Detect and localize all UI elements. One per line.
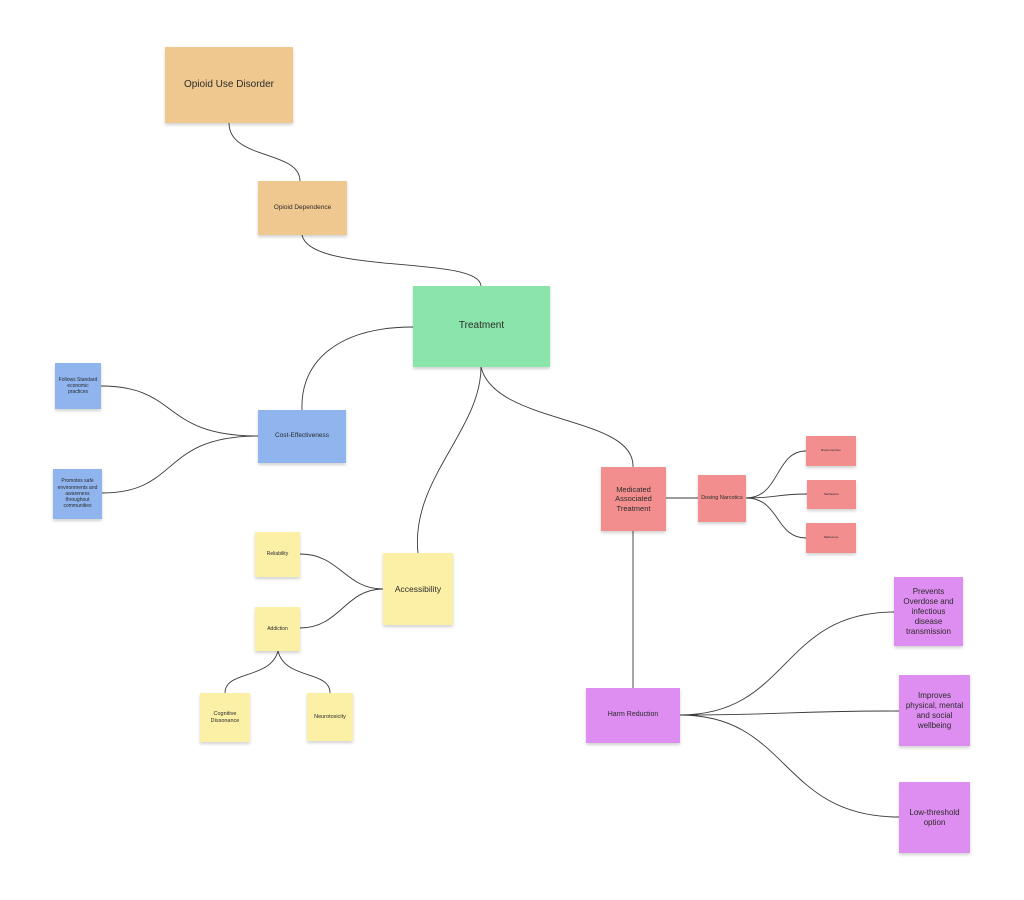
note-label: Methadone xyxy=(823,491,839,496)
note-prevents-overdose[interactable]: Prevents Overdose and infectious disease… xyxy=(894,577,963,646)
note-harm-reduction[interactable]: Harm Reduction xyxy=(586,688,680,743)
connector-cost-follows xyxy=(100,385,259,437)
connector-treatment-mat xyxy=(480,366,634,468)
connector-accessibility-reliability xyxy=(299,553,384,590)
note-neurotoxicity[interactable]: Neurotoxicity xyxy=(307,693,353,741)
note-label: Reliability xyxy=(266,551,289,558)
note-opioid-dependence[interactable]: Opioid Dependence xyxy=(258,181,347,235)
note-label: Harm Reduction xyxy=(607,711,659,719)
note-low-threshold[interactable]: Low-threshold option xyxy=(899,782,970,853)
note-addiction[interactable]: Addiction xyxy=(255,607,300,651)
connector-addiction-cognitive xyxy=(224,650,279,694)
note-label: Cost-Effectiveness xyxy=(274,432,330,440)
note-label: Low-threshold option xyxy=(909,807,960,827)
connector-harm-prevents xyxy=(679,611,895,716)
note-dosing-narcotics[interactable]: Dosing Narcotics xyxy=(698,475,746,522)
note-label: Neurotoxicity xyxy=(314,713,346,720)
connector-dosing-methadone xyxy=(745,493,808,499)
note-label: Promotes safe environments and awareness… xyxy=(57,478,98,510)
note-label: Accessibility xyxy=(394,583,442,594)
note-follows-standard[interactable]: Follows Standard economic practices xyxy=(55,363,101,409)
note-label: Opioid Dependence xyxy=(273,203,332,211)
connector-accessibility-addiction xyxy=(299,588,384,629)
note-buprenorphine[interactable]: Buprenorphine xyxy=(806,436,856,466)
note-label: Addiction xyxy=(267,625,288,632)
note-improves-wellbeing[interactable]: Improves physical, mental and social wel… xyxy=(899,675,970,746)
note-promotes-safe[interactable]: Promotes safe environments and awareness… xyxy=(53,469,102,519)
note-treatment[interactable]: Treatment xyxy=(413,286,550,367)
connector-treatment-accessibility xyxy=(416,366,482,554)
connector-harm-improves xyxy=(679,710,900,716)
connector-treatment-cost xyxy=(301,326,414,411)
note-accessibility[interactable]: Accessibility xyxy=(383,553,453,625)
note-methadone[interactable]: Methadone xyxy=(807,480,856,509)
connector-dosing-buprenorphine xyxy=(745,450,807,499)
connector-addiction-neurotoxicity xyxy=(277,650,331,694)
note-cost-effectiveness[interactable]: Cost-Effectiveness xyxy=(258,410,346,463)
note-label: Opioid Use Disorder xyxy=(183,78,275,90)
connector-dosing-naltrexone xyxy=(745,497,807,539)
note-label: Cognitive Dissonance xyxy=(210,710,240,724)
note-cognitive-dissonance[interactable]: Cognitive Dissonance xyxy=(200,693,250,742)
connector-harm-lowthreshold xyxy=(679,714,900,818)
note-naltrexone[interactable]: Naltrexone xyxy=(806,523,856,553)
connector-disorder-dependence xyxy=(228,122,301,182)
note-label: Naltrexone xyxy=(823,535,839,540)
note-reliability[interactable]: Reliability xyxy=(255,532,300,577)
connector-cost-promotes xyxy=(101,435,259,494)
note-label: Buprenorphine xyxy=(821,448,841,453)
note-medicated-associated-treatment[interactable]: Medicated Associated Treatment xyxy=(601,467,666,531)
note-label: Prevents Overdose and infectious disease… xyxy=(903,586,954,636)
note-label: Follows Standard economic practices xyxy=(58,376,98,396)
note-label: Medicated Associated Treatment xyxy=(615,484,652,513)
note-label: Dosing Narcotics xyxy=(701,495,743,502)
connector-dependence-treatment xyxy=(301,234,482,287)
note-opioid-use-disorder[interactable]: Opioid Use Disorder xyxy=(165,47,293,123)
note-label: Improves physical, mental and social wel… xyxy=(905,690,964,730)
note-label: Treatment xyxy=(458,320,505,332)
